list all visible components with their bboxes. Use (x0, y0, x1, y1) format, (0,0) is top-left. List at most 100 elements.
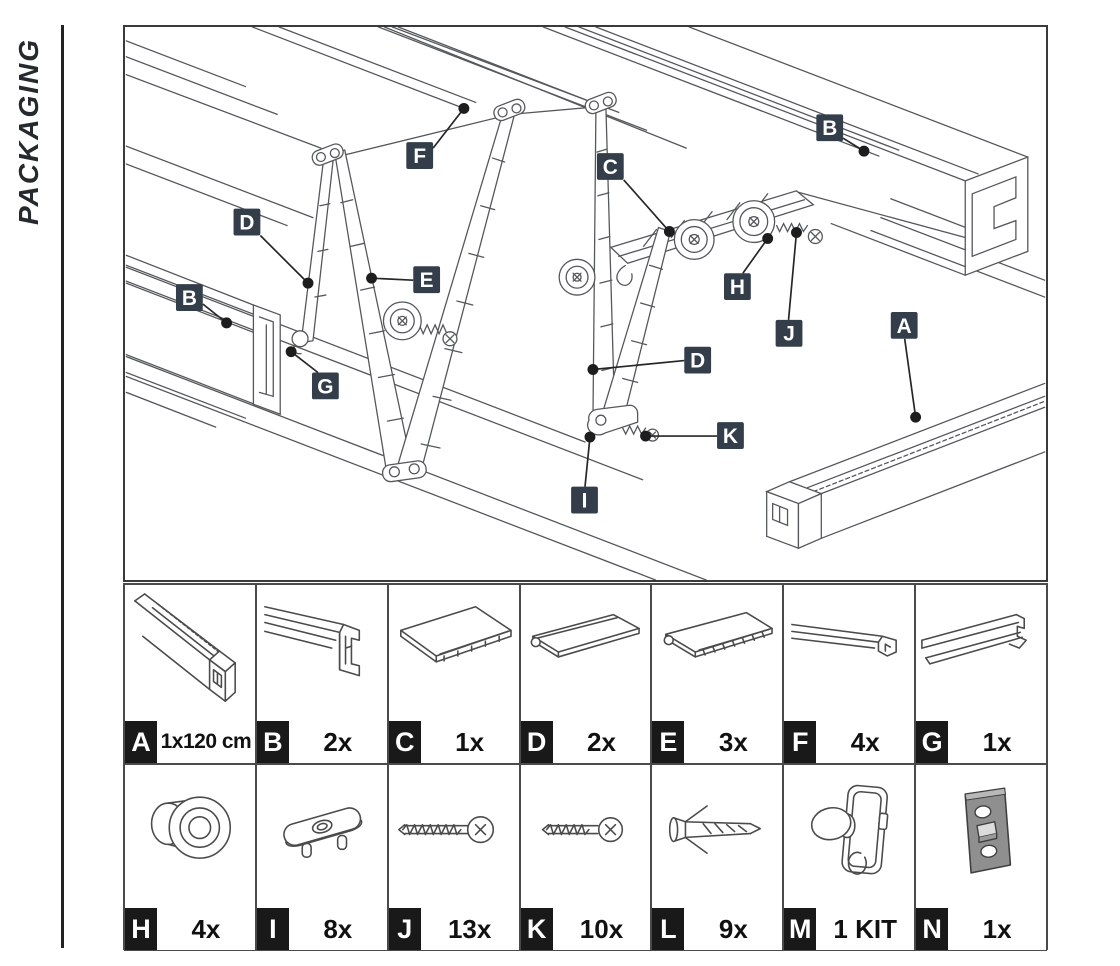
svg-text:E: E (420, 269, 434, 292)
part-letter-badge: E (652, 721, 685, 763)
screw-j-drawing (775, 222, 823, 245)
svg-text:I: I (582, 490, 588, 513)
svg-text:C: C (603, 156, 618, 179)
part-m-thumbnail (811, 784, 889, 875)
svg-text:H: H (730, 276, 745, 299)
part-letter: B (263, 726, 283, 757)
bottom-rail-drawing (764, 382, 1046, 550)
part-letter: J (397, 913, 413, 944)
part-letter-badge: C (388, 721, 421, 763)
page-title: PACKAGING (13, 37, 44, 225)
part-cell-k: K 10x (519, 764, 652, 951)
part-qty: 1 KIT (833, 913, 897, 944)
part-cell-m: M 1 KIT (783, 764, 916, 951)
diagram-label-k: K (717, 422, 744, 449)
part-qty: 2x (323, 726, 353, 757)
diagram-label-f: F (406, 142, 434, 169)
diagram-label-b-left: B (175, 284, 203, 311)
part-cell-i: I 8x (255, 764, 388, 951)
pivot-bracket-drawing (586, 404, 660, 442)
carriage-drawing (609, 190, 823, 286)
part-d-thumbnail (530, 613, 640, 658)
part-letter: H (131, 913, 151, 944)
part-letter-badge: L (652, 908, 685, 950)
part-l-thumbnail (669, 805, 762, 855)
left-rail-section-drawing (252, 304, 281, 416)
part-letter: I (269, 913, 277, 944)
part-letter-badge: B (256, 721, 289, 763)
hinge-caps-drawing (311, 91, 617, 483)
part-letter: K (526, 913, 547, 944)
diagram-label-g: G (311, 372, 339, 400)
part-cell-b: B 2x (255, 584, 388, 764)
part-letter-badge: D (520, 721, 553, 763)
part-letter: E (659, 726, 678, 757)
roller-right (732, 200, 776, 244)
part-letter: D (526, 726, 547, 757)
svg-text:D: D (239, 212, 254, 235)
part-e-thumbnail (663, 611, 774, 658)
part-letter: G (921, 726, 943, 757)
svg-text:J: J (783, 323, 795, 346)
part-letter-badge: A (125, 721, 157, 763)
part-a-thumbnail (134, 593, 236, 702)
part-qty: 9x (718, 913, 748, 944)
part-qty: 2x (587, 726, 616, 757)
part-cell-a: A 1x120 cm (124, 584, 256, 764)
svg-text:B: B (182, 287, 197, 310)
part-letter-badge: G (916, 721, 949, 763)
diagram-label-h: H (723, 273, 751, 301)
part-i-thumbnail (283, 807, 363, 858)
part-letter: C (394, 726, 415, 757)
part-letter-badge: I (256, 908, 289, 950)
part-qty: 1x (982, 726, 1012, 757)
part-g-thumbnail (921, 613, 1028, 665)
part-letter: L (660, 913, 677, 944)
diagram-label-d-left: D (233, 208, 261, 236)
svg-text:B: B (822, 117, 837, 140)
diagram-label-b-top: B (816, 114, 844, 142)
fold-panels-drawing (300, 104, 672, 472)
part-cell-d: D 2x (519, 584, 652, 764)
svg-text:D: D (690, 350, 705, 373)
part-cell-h: H 4x (124, 764, 256, 951)
part-qty: 10x (579, 913, 624, 944)
part-qty: 1x (982, 913, 1012, 944)
part-qty: 1x (455, 726, 485, 757)
part-letter-badge: J (388, 908, 421, 950)
leg-roller-drawing (558, 258, 596, 296)
diagram-label-e: E (413, 266, 441, 294)
part-qty: 4x (850, 726, 880, 757)
leader-lines (202, 102, 922, 487)
part-qty: 4x (191, 913, 221, 944)
part-cell-g: G 1x (915, 584, 1047, 764)
mid-roller-drawing (382, 301, 458, 347)
part-letter-badge: K (520, 908, 553, 950)
part-cell-n: N 1x (915, 764, 1047, 951)
part-letter-badge: F (784, 721, 817, 763)
assembly-diagram-panel: F C B D E B G H J A D K I (123, 25, 1048, 582)
part-letter-badge: H (125, 908, 157, 950)
part-cell-c: C 1x (387, 584, 520, 764)
part-b-thumbnail (263, 605, 360, 677)
part-n-thumbnail (964, 787, 1012, 874)
diagram-labels: F C B D E B G H J A D K I (175, 114, 918, 514)
parts-table: A 1x120 cm B 2x C 1x (123, 583, 1048, 951)
diagram-label-c: C (596, 153, 624, 180)
part-letter-badge: N (916, 908, 949, 950)
part-letter: M (789, 913, 812, 944)
assembly-diagram: F C B D E B G H J A D K I (125, 27, 1046, 580)
roller-left (673, 218, 715, 260)
part-letter: N (922, 913, 942, 944)
part-cell-f: F 4x (783, 584, 916, 764)
svg-text:A: A (897, 315, 912, 338)
part-cell-j: J 13x (387, 764, 520, 951)
part-letter-badge: M (784, 908, 817, 950)
diagram-label-d-right: D (684, 346, 712, 374)
part-f-thumbnail (791, 623, 898, 657)
part-k-thumbnail (541, 817, 623, 843)
part-j-thumbnail (397, 816, 494, 844)
part-letter: F (792, 726, 809, 757)
part-qty: 13x (447, 913, 492, 944)
part-qty: 1x120 cm (160, 730, 252, 753)
